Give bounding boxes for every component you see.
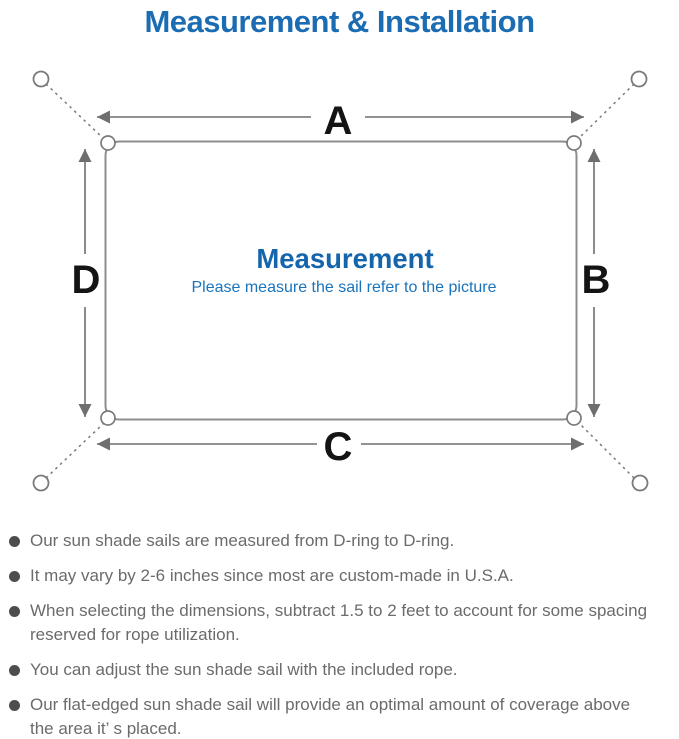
note-text: Our flat-edged sun shade sail will provi… [30, 695, 631, 738]
rope-line-top-right [577, 83, 635, 140]
dimension-label-c: C [324, 425, 353, 469]
bullet-dot-icon [9, 535, 20, 547]
list-item: Our flat-edged sun shade sail will provi… [9, 693, 671, 739]
note-text: Our sun shade sails are measured from D-… [30, 531, 455, 550]
rope-line-bottom-right [577, 421, 635, 479]
anchor-ring-top-left-icon [32, 70, 50, 88]
anchor-ring-top-right-icon [630, 70, 648, 88]
list-item: You can adjust the sun shade sail with t… [9, 658, 671, 682]
bullet-dot-icon [9, 570, 20, 582]
center-subtitle: Please measure the sail refer to the pic… [191, 279, 496, 296]
bullet-dot-icon [9, 664, 20, 676]
list-item: When selecting the dimensions, subtract … [9, 599, 671, 647]
note-text: When selecting the dimensions, subtract … [30, 601, 648, 644]
bullet-dot-icon [9, 605, 20, 617]
notes-list: Our sun shade sails are measured from D-… [9, 529, 671, 739]
grommet-bottom-left-icon [100, 410, 116, 426]
list-item: Our sun shade sails are measured from D-… [9, 529, 671, 553]
grommet-top-left-icon [100, 135, 116, 151]
grommet-top-right-icon [566, 135, 582, 151]
sail-outline [104, 140, 578, 421]
center-heading: Measurement [256, 243, 433, 274]
dimension-label-a: A [324, 99, 353, 143]
grommet-bottom-right-icon [566, 410, 582, 426]
rope-line-top-left [45, 83, 105, 140]
bullet-dot-icon [9, 699, 20, 711]
note-text: It may vary by 2-6 inches since most are… [30, 566, 514, 585]
anchor-ring-bottom-left-icon [32, 474, 50, 492]
dimension-label-b: B [582, 258, 611, 302]
sail-measurement-diagram: A C D B Measurement Please measure the s… [32, 70, 649, 492]
anchor-ring-bottom-right-icon [631, 474, 649, 492]
note-text: You can adjust the sun shade sail with t… [30, 660, 458, 679]
page-title: Measurement & Installation [144, 4, 535, 39]
list-item: It may vary by 2-6 inches since most are… [9, 564, 671, 588]
rope-line-bottom-left [45, 422, 105, 479]
dimension-label-d: D [72, 258, 101, 302]
